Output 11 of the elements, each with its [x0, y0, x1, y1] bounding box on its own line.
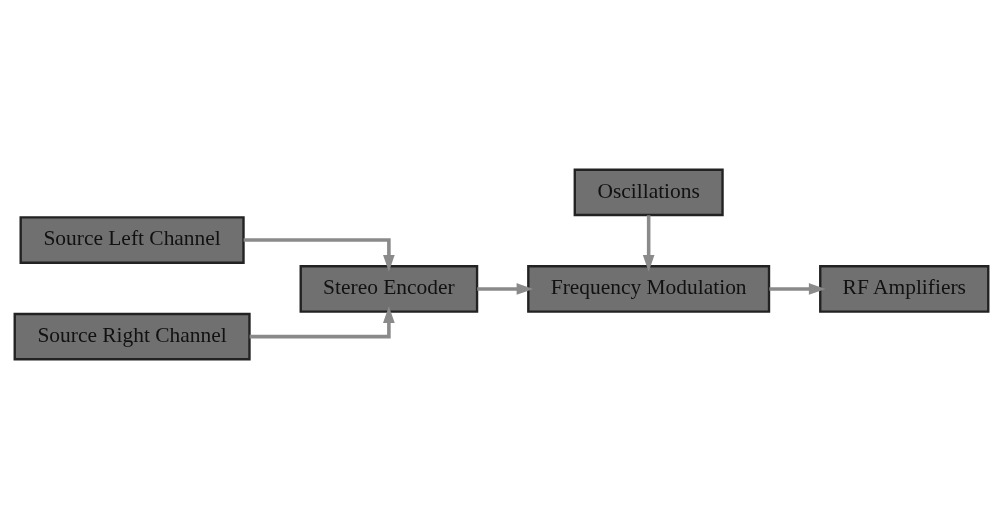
arrow: [249, 306, 395, 339]
node-box: Oscillations: [573, 168, 724, 217]
node-box: Source Right Channel: [13, 312, 251, 361]
node-box: Frequency Modulation: [527, 265, 771, 313]
node-box: Stereo Encoder: [299, 265, 479, 313]
arrow: [477, 283, 534, 295]
node-box: RF Amplifiers: [819, 265, 990, 313]
node-box: Source Left Channel: [19, 216, 245, 264]
arrow: [769, 283, 826, 295]
arrow: [642, 215, 655, 272]
arrow: [243, 238, 395, 272]
